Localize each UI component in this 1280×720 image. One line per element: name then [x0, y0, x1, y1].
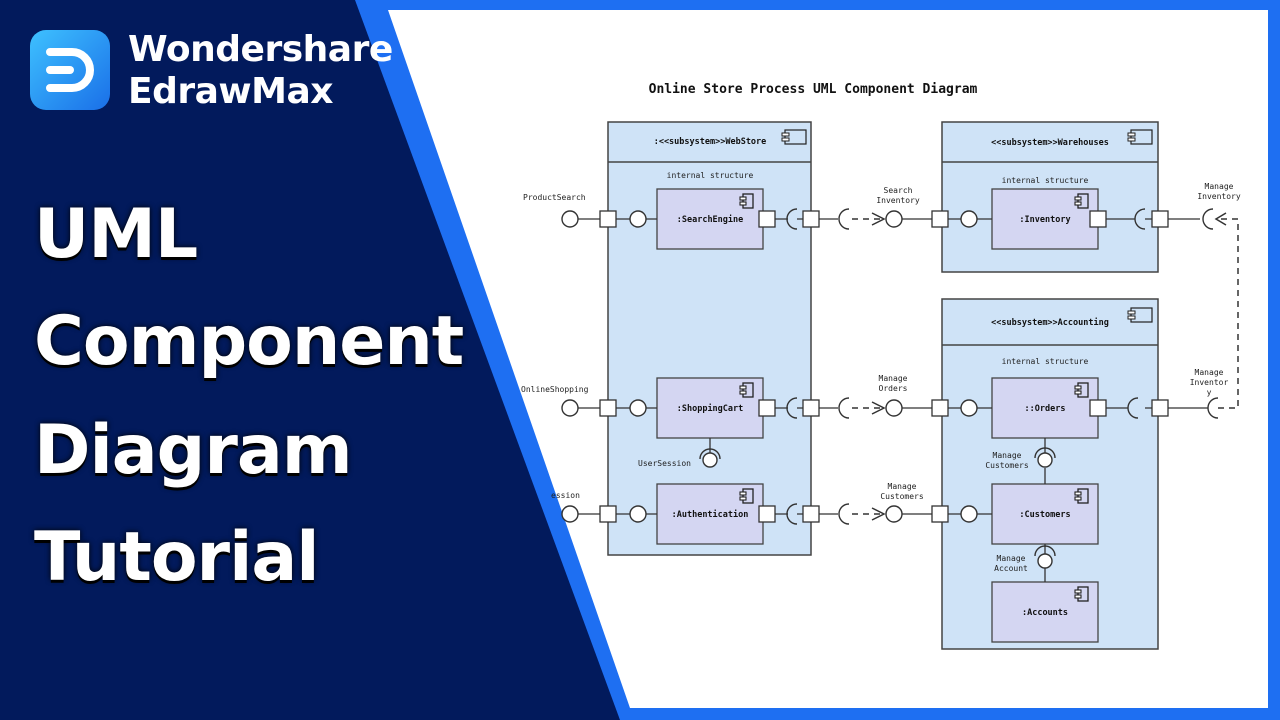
webstore-title: :<<subsystem>>WebStore: [654, 137, 767, 147]
edrawmax-logo-icon: [30, 30, 110, 110]
webstore-internal-label: internal structure: [667, 171, 754, 180]
headline-line-3: Diagram: [34, 411, 353, 490]
arrowheads: [871, 212, 1227, 521]
manage-inventory-label-1: Manage: [1205, 182, 1234, 191]
manage-inventory-right-1: Manage: [1195, 368, 1224, 377]
headline-line-4: Tutorial: [34, 518, 320, 597]
brand-name: Wondershare: [128, 29, 393, 70]
interface-session: ession: [551, 491, 580, 500]
shoppingcart-label: :ShoppingCart: [677, 403, 744, 414]
manage-orders-label-1: Manage: [879, 374, 908, 383]
port-icons: [599, 210, 1169, 523]
manage-account-label-1: Manage: [997, 554, 1026, 563]
manage-inventory-right-3: y: [1207, 388, 1212, 397]
warehouses-title: <<subsystem>>Warehouses: [991, 138, 1109, 148]
dependency-arrows: [852, 218, 1239, 515]
search-inventory-label-2: Inventory: [876, 196, 920, 205]
interface-icons: [561, 210, 1053, 569]
orders-label: ::Orders: [1025, 404, 1066, 414]
customers-label: :Customers: [1019, 510, 1070, 520]
diagram-title: Online Store Process UML Component Diagr…: [649, 82, 978, 97]
accounts-label: :Accounts: [1022, 608, 1068, 618]
headline-line-1: UML: [34, 195, 198, 274]
accounting-title: <<subsystem>>Accounting: [991, 317, 1109, 328]
manage-customers-int-2: Customers: [985, 461, 1029, 470]
product-name: EdrawMax: [128, 71, 334, 112]
inventory-label: :Inventory: [1019, 215, 1070, 225]
component-accounts: [991, 581, 1099, 643]
authentication-label: :Authentication: [672, 509, 749, 520]
searchengine-label: :SearchEngine: [677, 214, 744, 225]
warehouses-internal-label: internal structure: [1002, 176, 1089, 185]
manage-customers-label-2: Customers: [880, 492, 924, 501]
manage-customers-label-1: Manage: [888, 482, 917, 491]
accounting-internal-label: internal structure: [1002, 357, 1089, 366]
socket-icons: [699, 208, 1219, 557]
interface-usersession: UserSession: [638, 459, 691, 468]
manage-account-label-2: Account: [994, 564, 1028, 573]
interface-onlineshopping: OnlineShopping: [521, 385, 589, 394]
headline-line-2: Component: [34, 302, 464, 381]
manage-customers-int-1: Manage: [993, 451, 1022, 460]
manage-orders-label-2: Orders: [879, 384, 908, 393]
manage-inventory-label-2: Inventory: [1197, 192, 1241, 201]
component-shoppingcart: [656, 377, 764, 439]
interface-productsearch: ProductSearch: [523, 193, 586, 202]
manage-inventory-right-2: Inventor: [1190, 378, 1229, 387]
search-inventory-label-1: Search: [884, 186, 913, 195]
